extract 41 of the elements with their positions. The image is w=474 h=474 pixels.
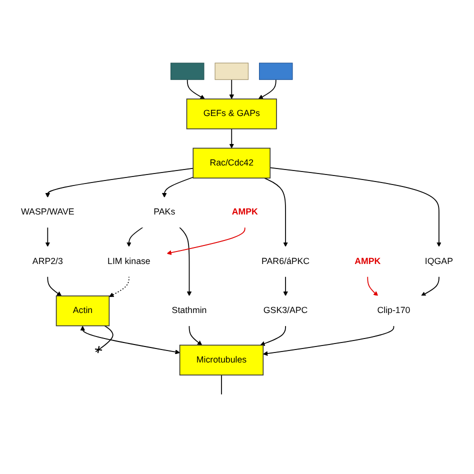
- arrow: [420, 276, 440, 296]
- arrow: [80, 326, 180, 354]
- node-text: Stathmin: [172, 306, 207, 316]
- arrow: [179, 226, 192, 296]
- arrow: [162, 176, 194, 198]
- node-text: PAKs: [154, 207, 176, 217]
- arrow: [367, 276, 378, 296]
- arrow: [47, 276, 62, 296]
- arrow: [262, 325, 394, 356]
- arrow: [270, 167, 442, 247]
- arrow: [283, 276, 288, 296]
- arrow: [45, 226, 50, 247]
- arrow: [126, 226, 144, 247]
- node-box: [214, 62, 248, 80]
- node-text: ARP2/3: [32, 256, 63, 266]
- node-text: Clip-170: [377, 306, 410, 316]
- arrow: [166, 226, 246, 256]
- arrow: [260, 325, 286, 346]
- node-text: LIM kinase: [108, 256, 150, 266]
- node-box: Rac/Cdc42: [192, 148, 271, 178]
- arrow: [264, 178, 288, 247]
- node-text: WASP/WAVE: [21, 207, 74, 217]
- node-box: [170, 62, 204, 80]
- arrow: [188, 325, 202, 346]
- node-text: IQGAP: [424, 256, 453, 266]
- node-box: GEFs & GAPs: [186, 98, 277, 130]
- connector: [221, 374, 222, 395]
- arrow: [186, 79, 205, 100]
- node-box: [259, 62, 293, 80]
- node-text: GSK3/APC: [263, 306, 308, 316]
- arrow: [45, 168, 194, 198]
- node-text: AMPK: [354, 256, 381, 266]
- arrow: [229, 128, 234, 148]
- connector: [94, 325, 114, 354]
- arrow: [108, 276, 130, 297]
- node-box: Actin: [56, 296, 110, 326]
- node-box: Microtubules: [179, 344, 264, 376]
- node-text: AMPK: [232, 207, 258, 217]
- arrow: [258, 79, 276, 100]
- node-text: PAR6/áPKC: [262, 256, 310, 266]
- arrow: [229, 79, 234, 100]
